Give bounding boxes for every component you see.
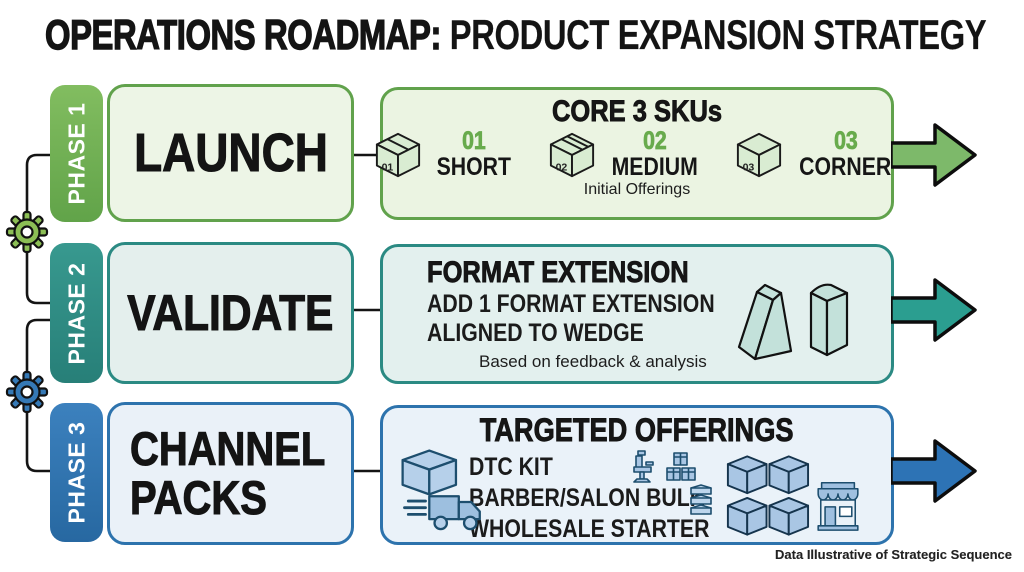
sku-label: SHORT xyxy=(436,152,512,181)
cube-03-icon: 03 xyxy=(737,132,782,177)
phase-2-line-1: ADD 1 FORMAT EXTENSION xyxy=(427,290,715,318)
sku-item-medium: 02 02 MEDIUM xyxy=(548,127,705,181)
phase-3-lines: DTC KIT BARBER/SALON BULK WHOLESALE STAR… xyxy=(469,452,752,545)
footer-note: Data Illustrative of Strategic Sequence xyxy=(775,547,1012,562)
phase-2-detail-panel: FORMAT EXTENSION ADD 1 FORMAT EXTENSION … xyxy=(380,244,894,384)
sku-number: 01 xyxy=(462,127,486,155)
phase-1-tab: PHASE 1 xyxy=(50,85,103,222)
sku-item-short: 01 01 SHORT xyxy=(374,127,518,181)
boxes-pyramid-icon xyxy=(666,452,696,481)
phase-3-line-3: WHOLESALE STARTER xyxy=(469,515,710,543)
phase-3-line-1: DTC KIT xyxy=(469,453,553,481)
phase-3-name: CHANNEL PACKS xyxy=(130,421,326,524)
phase-2-tab: PHASE 2 xyxy=(50,243,103,383)
sku-number: 03 xyxy=(833,127,858,155)
phase-2-note: Based on feedback & analysis xyxy=(479,352,707,371)
phase-2-line-2: ALIGNED TO WEDGE xyxy=(427,319,644,347)
phase-1-tab-label: PHASE 1 xyxy=(63,102,89,205)
sku-number: 02 xyxy=(642,127,667,155)
sku-row: 01 01 SHORT 02 xyxy=(376,127,891,181)
phase-3-line-2: BARBER/SALON BULK xyxy=(469,484,706,512)
bulk-stack-icon xyxy=(690,484,712,515)
phase-2-panel-title: FORMAT EXTENSION xyxy=(427,256,689,290)
phase-1-note: Initial Offerings xyxy=(583,181,691,198)
sku-label: CORNER xyxy=(799,152,892,181)
phase-1-detail-panel: CORE 3 SKUs 01 01 SHORT xyxy=(376,87,894,220)
wedge-and-prism-icon xyxy=(737,283,849,361)
shipping-box-truck-icon xyxy=(401,449,481,531)
pallet-boxes-icon xyxy=(726,455,810,536)
svg-text:03: 03 xyxy=(743,161,755,173)
gear-icon xyxy=(5,370,49,414)
box-01-icon: 01 xyxy=(376,132,421,177)
svg-text:02: 02 xyxy=(555,161,567,173)
phase-1-panel-title: CORE 3 SKUs xyxy=(551,95,723,129)
barber-chair-icon xyxy=(633,450,696,483)
sku-item-corner: 03 03 CORNER xyxy=(735,127,899,181)
storefront-icon xyxy=(817,481,859,531)
svg-text:01: 01 xyxy=(382,161,394,173)
arrow-right-green xyxy=(891,123,977,187)
arrow-right-teal xyxy=(891,278,977,342)
arrow-right-blue xyxy=(891,439,977,503)
phase-3-tab-label: PHASE 3 xyxy=(63,421,89,524)
title-lead: OPERATIONS ROADMAP: xyxy=(44,11,442,58)
sku-label: MEDIUM xyxy=(611,152,698,181)
page-title: OPERATIONS ROADMAP: PRODUCT EXPANSION ST… xyxy=(44,11,987,58)
box-02-icon: 02 xyxy=(549,132,594,177)
phase-2-name: VALIDATE xyxy=(127,284,334,341)
phase-1-name-box: LAUNCH xyxy=(107,84,354,222)
phase-3-tab: PHASE 3 xyxy=(50,403,103,542)
phase-3-panel-title: TARGETED OFFERINGS xyxy=(480,412,795,449)
phase-1-name: LAUNCH xyxy=(133,122,328,183)
phase-3-detail-panel: TARGETED OFFERINGS DTC KIT BARBER/SALON … xyxy=(380,405,894,545)
phase-2-tab-label: PHASE 2 xyxy=(63,262,89,364)
phase-2-name-box: VALIDATE xyxy=(107,242,354,384)
title-rest: PRODUCT EXPANSION STRATEGY xyxy=(449,11,987,58)
gear-icon xyxy=(5,210,49,254)
phase-3-name-box: CHANNEL PACKS xyxy=(107,402,354,545)
